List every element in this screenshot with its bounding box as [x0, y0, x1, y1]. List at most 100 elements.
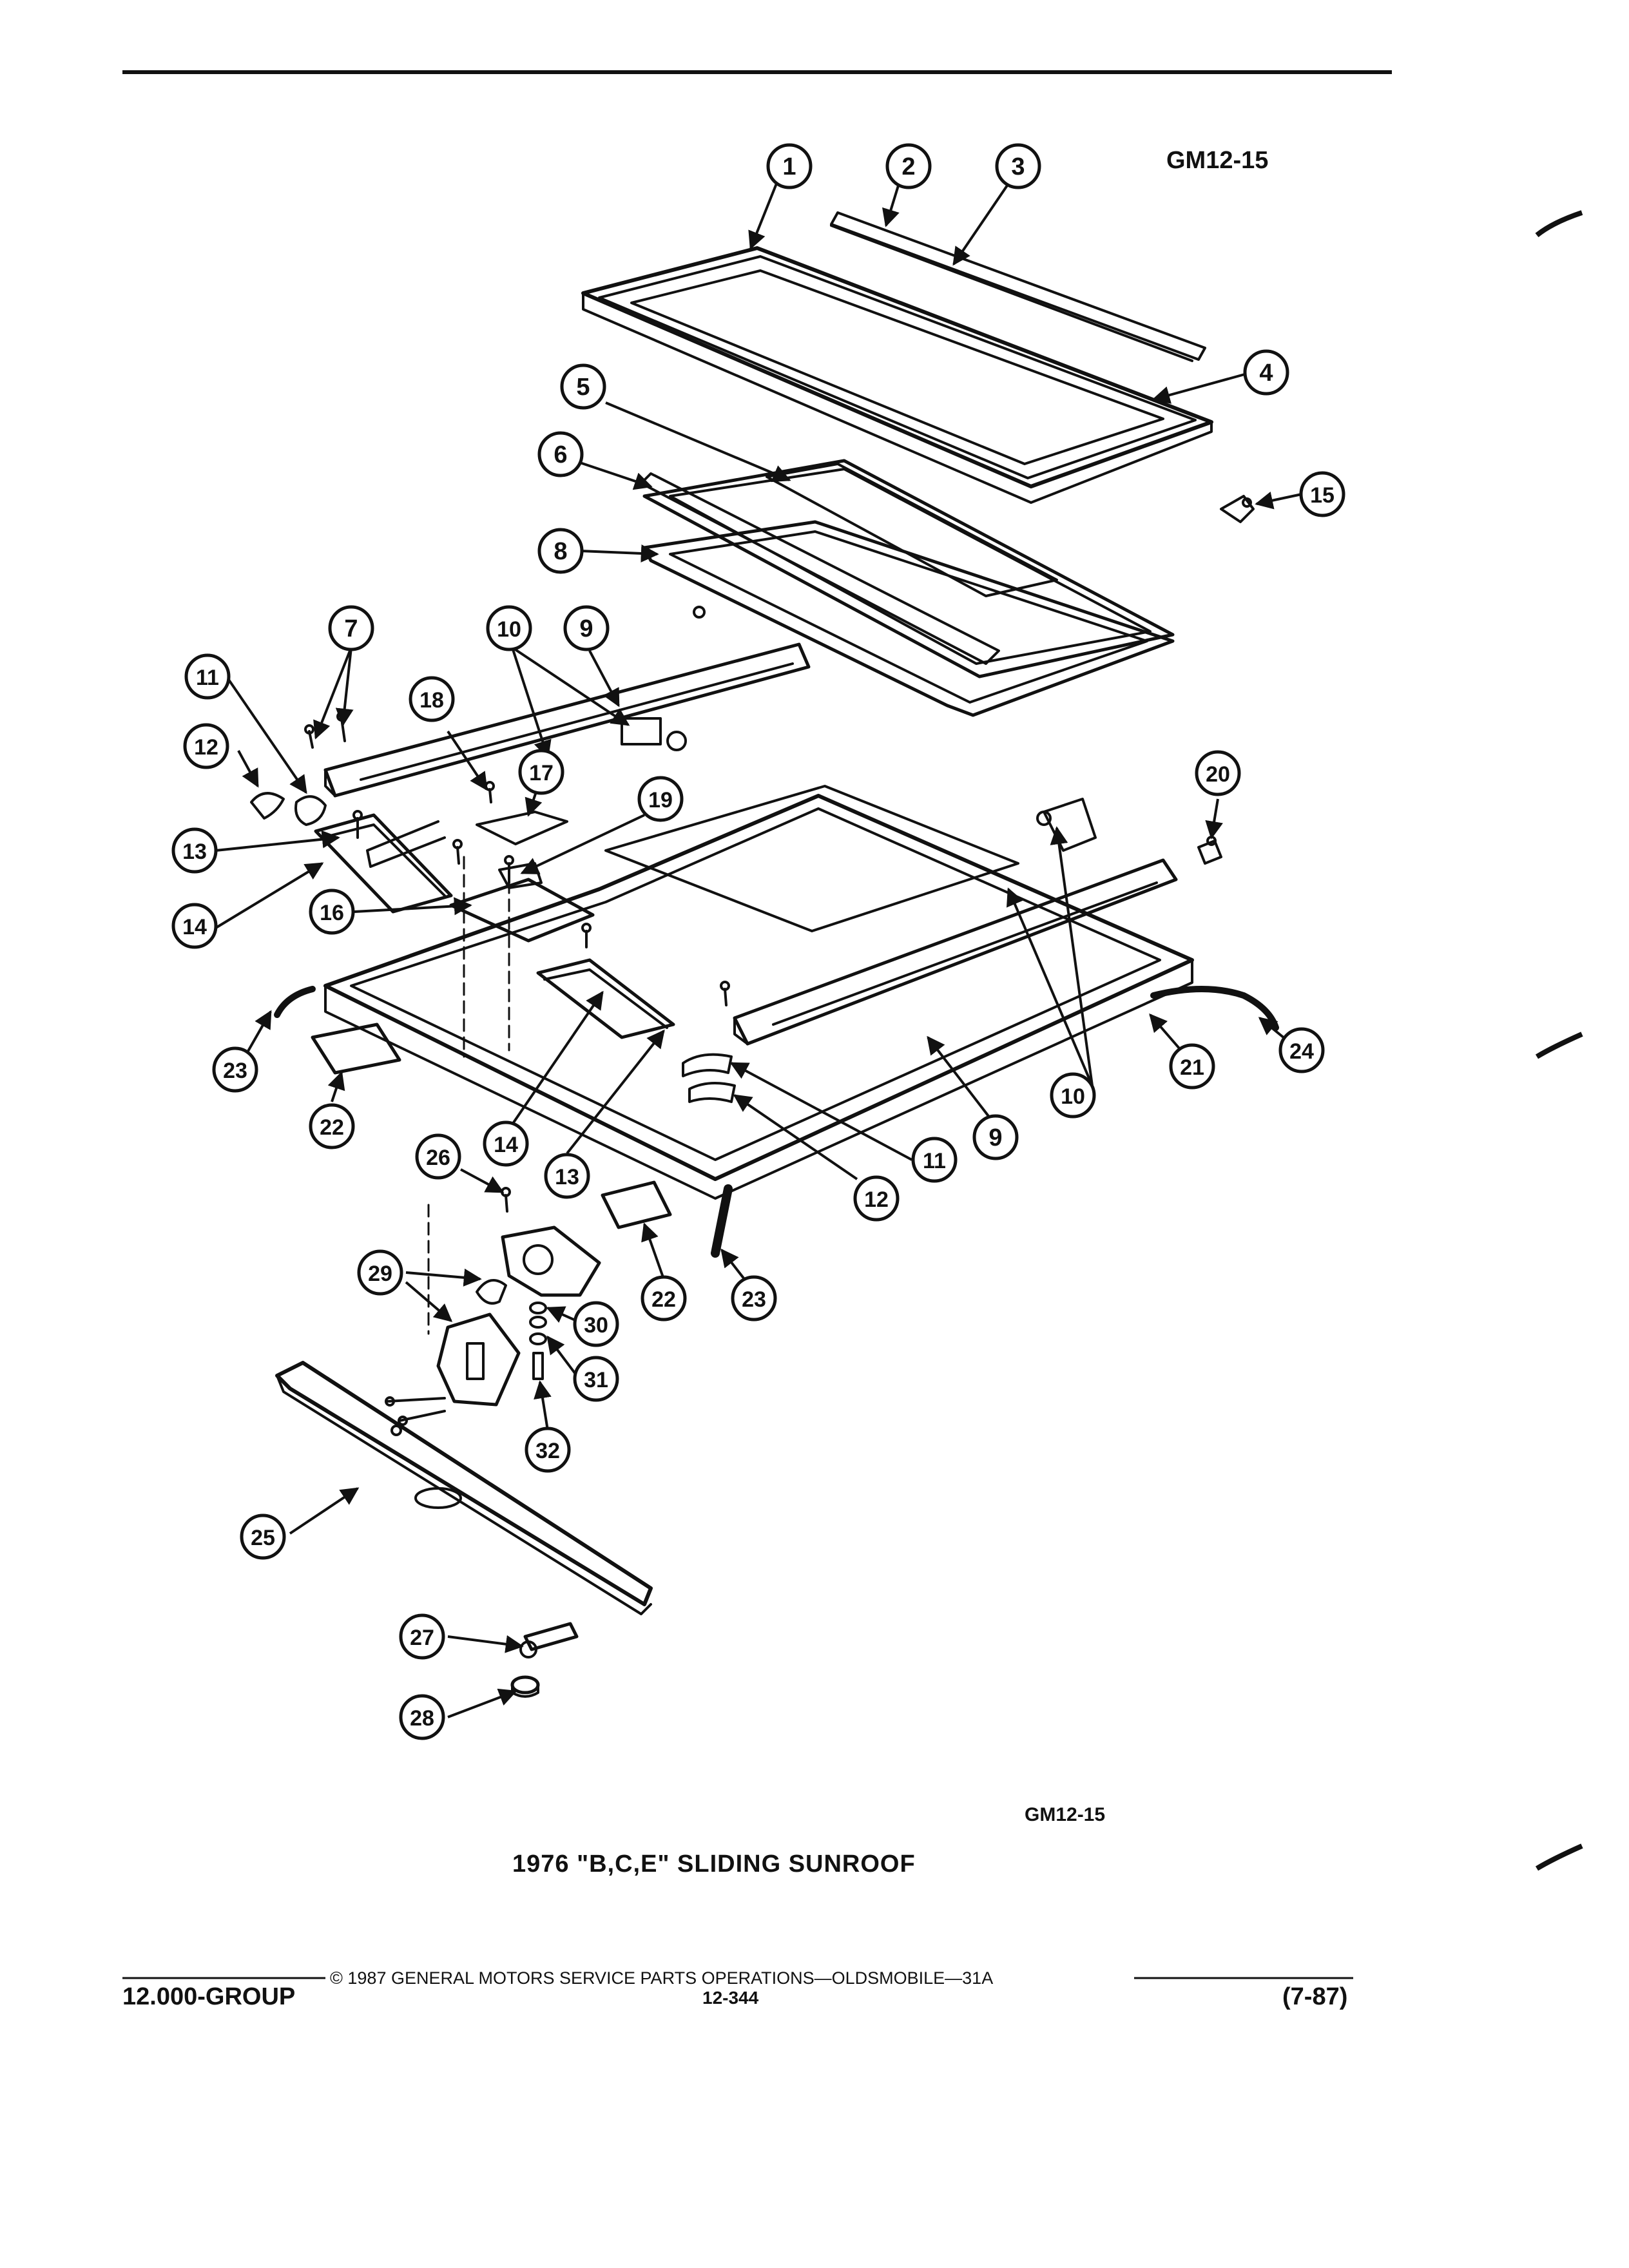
leader-12 [237, 750, 259, 788]
callout-number: 7 [344, 615, 358, 642]
callout-3: 3 [995, 143, 1041, 189]
callout-number: 18 [419, 688, 444, 713]
leader-9 [588, 650, 620, 707]
callout-balloon [486, 605, 532, 651]
callout-number: 17 [529, 761, 554, 785]
leader-8 [579, 544, 659, 562]
callout-number: 14 [182, 915, 207, 939]
group-label: 12.000-GROUP [122, 1983, 296, 2010]
callout-number: 23 [742, 1287, 766, 1312]
callout-29: 29 [357, 1249, 403, 1296]
callout-number: 3 [1011, 153, 1025, 180]
callout-22: 22 [309, 1103, 355, 1149]
leader-3 [952, 182, 1010, 266]
leader-11b [729, 1062, 912, 1161]
callout-balloon [309, 1103, 355, 1149]
callout-number: 10 [497, 617, 521, 642]
callout-10: 10 [486, 605, 532, 651]
leader-15 [1255, 492, 1302, 510]
callout-number: 22 [320, 1115, 344, 1140]
callout-22: 22 [641, 1275, 687, 1321]
callout-balloon [183, 723, 229, 769]
callout-10: 10 [1050, 1072, 1096, 1119]
callout-15: 15 [1299, 471, 1345, 517]
callout-number: 28 [410, 1706, 434, 1731]
leader-5 [605, 401, 791, 483]
callout-balloon [1050, 1072, 1096, 1119]
callout-18: 18 [409, 676, 455, 722]
drain-plate-left [311, 1023, 401, 1075]
callout-balloon [885, 143, 932, 189]
leader-12b [733, 1094, 858, 1180]
callout-balloon [309, 889, 355, 935]
leader-7b [335, 647, 354, 727]
callout-balloon [573, 1356, 619, 1402]
leader-16 [354, 897, 472, 916]
callout-balloon [357, 1249, 403, 1296]
leader-27 [447, 1635, 524, 1653]
trim-panel [275, 1361, 653, 1615]
callout-30: 30 [573, 1301, 619, 1347]
callout-9: 9 [972, 1114, 1019, 1160]
binding-mark [1535, 1843, 1583, 1871]
roof-opening-frame [323, 785, 1194, 1200]
callout-number: 27 [410, 1626, 434, 1650]
callout-number: 21 [1180, 1055, 1204, 1080]
leader-1 [748, 183, 778, 250]
seal-strips [830, 211, 1206, 362]
leader-29b [405, 1281, 453, 1322]
callout-27: 27 [399, 1613, 445, 1660]
callout-11: 11 [911, 1137, 958, 1183]
callout-17: 17 [518, 749, 564, 795]
callout-balloon [483, 1120, 529, 1167]
callout-number: 19 [648, 788, 673, 812]
callout-balloon [573, 1301, 619, 1347]
callout-16: 16 [309, 889, 355, 935]
callout-balloon [853, 1175, 900, 1222]
callout-number: 12 [194, 735, 218, 760]
callout-balloon [171, 827, 218, 874]
leader-18 [447, 730, 488, 791]
leader-13 [215, 830, 340, 852]
callout-7: 7 [328, 605, 374, 651]
clip-15 [1220, 495, 1255, 523]
drain-hose-left [274, 986, 316, 1018]
callout-number: 8 [554, 538, 567, 565]
leader-20 [1205, 798, 1223, 840]
callout-number: 1 [782, 153, 796, 180]
stop-blocks-left [250, 792, 327, 826]
callout-number: 9 [579, 615, 593, 642]
callout-12: 12 [183, 723, 229, 769]
callout-balloon [212, 1046, 258, 1093]
callout-number: 12 [864, 1187, 889, 1212]
leader-22a [327, 1071, 345, 1102]
leader-30 [546, 1306, 577, 1323]
callout-balloon [1299, 471, 1345, 517]
callout-balloon [399, 1694, 445, 1740]
callout-1: 1 [766, 143, 813, 189]
leader-lines [215, 182, 1302, 1718]
callout-number: 29 [368, 1262, 392, 1286]
callout-number: 13 [182, 840, 207, 864]
screws [304, 711, 730, 1213]
callout-31: 31 [573, 1356, 619, 1402]
callout-balloon [518, 749, 564, 795]
callout-number: 32 [535, 1439, 560, 1463]
callout-balloon [637, 776, 684, 822]
leader-26 [460, 1168, 505, 1193]
leader-29a [405, 1268, 482, 1287]
callout-5: 5 [560, 363, 606, 410]
callout-balloon [1169, 1043, 1215, 1090]
callout-32: 32 [525, 1427, 571, 1473]
leader-31 [546, 1335, 578, 1377]
callout-number: 13 [555, 1165, 579, 1189]
leader-10c [1007, 887, 1094, 1086]
callout-23: 23 [212, 1046, 258, 1093]
callout-number: 23 [223, 1059, 247, 1083]
callout-4: 4 [1243, 349, 1289, 396]
callout-6: 6 [537, 431, 584, 477]
callout-number: 30 [584, 1313, 608, 1338]
